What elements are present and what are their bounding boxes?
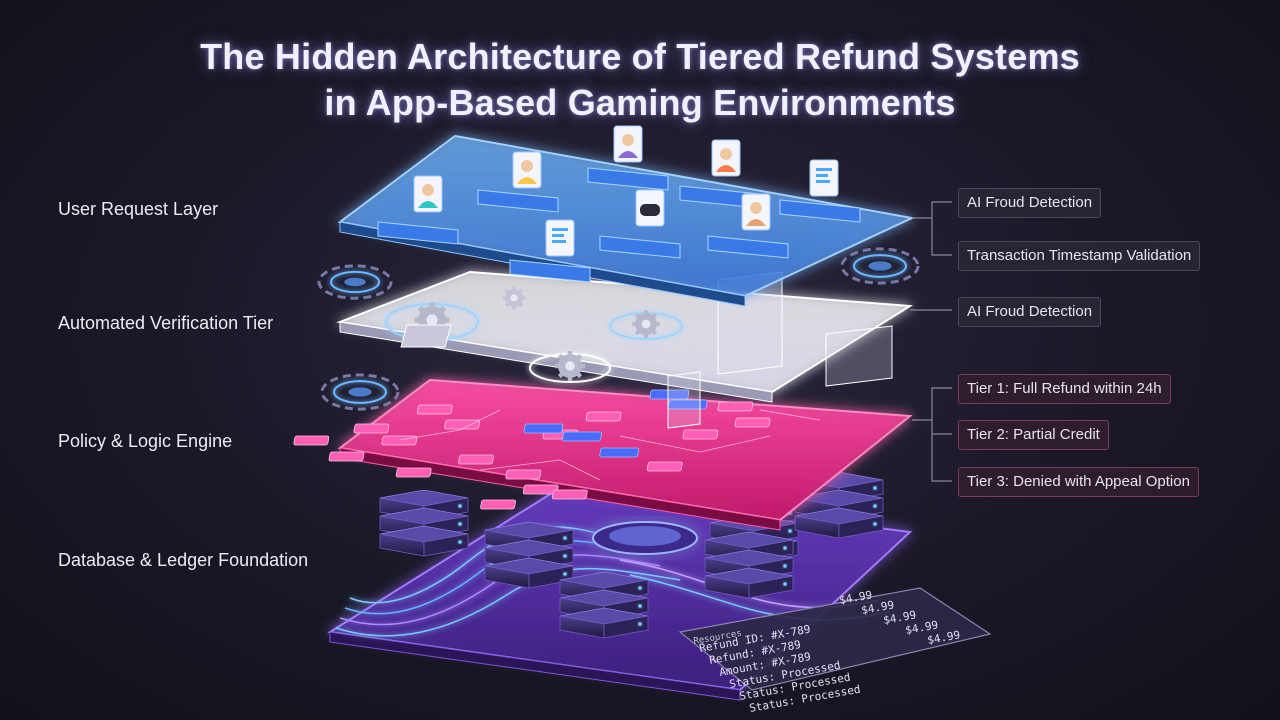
policy-node: [395, 467, 432, 478]
callout-connectors: [910, 201, 952, 482]
policy-nodes: [293, 389, 821, 510]
ledger-row-amount: $4.99: [860, 598, 895, 617]
label-database-ledger-foundation: Database & Ledger Foundation: [58, 550, 309, 570]
callout-transaction-timestamp-validation: Transaction Timestamp Validation: [958, 241, 1201, 271]
page-title: The Hidden Architecture of Tiered Refund…: [0, 34, 1280, 126]
policy-node-blue: [667, 399, 708, 410]
policy-node: [416, 404, 453, 415]
gear-ring-icon: [840, 247, 920, 285]
title-line-2: in App-Based Gaming Environments: [324, 82, 956, 123]
callout-tier-2: Tier 2: Partial Credit: [958, 420, 1109, 450]
layer-verification: [336, 270, 914, 429]
avatar-icon: [741, 193, 771, 231]
database-plate-edge: [329, 631, 741, 701]
policy-node: [480, 499, 516, 510]
callout-ai-fraud-detection-verification: AI Froud Detection: [958, 297, 1102, 327]
server-stack: [379, 489, 469, 557]
document-icon: [545, 219, 575, 257]
ledger-row-amount: $4.99: [882, 608, 917, 627]
user-card: [377, 221, 459, 245]
data-card-3: [667, 371, 701, 429]
callout-tier-3: Tier 3: Denied with Appeal Option: [958, 467, 1199, 497]
avatar-icon: [413, 175, 443, 213]
layer-policy: [293, 378, 913, 531]
policy-node: [734, 417, 771, 428]
policy-node: [682, 429, 719, 440]
verification-gears: [385, 286, 683, 383]
avatar-icon: [512, 151, 542, 189]
policy-node-blue: [523, 423, 564, 434]
policy-node-blue: [599, 447, 640, 458]
gear-icon: [555, 351, 585, 381]
ledger-row-amount: $4.99: [904, 618, 939, 637]
gear-ring-icon: [320, 373, 400, 411]
callout-tier-1: Tier 1: Full Refund within 24h: [958, 374, 1171, 404]
label-automated-verification-tier: Automated Verification Tier: [58, 313, 274, 333]
label-policy-logic-engine: Policy & Logic Engine: [58, 431, 233, 451]
gear-icon: [502, 286, 526, 310]
layer-user-request: [337, 125, 916, 307]
server-stack: [704, 531, 794, 599]
data-card-2: [825, 325, 893, 387]
policy-node: [717, 401, 754, 412]
policy-node: [522, 484, 559, 495]
avatar-icon: [711, 139, 741, 177]
gear-ring-icon: [317, 264, 393, 300]
user-card: [509, 259, 591, 283]
callout-ai-fraud-detection-user: AI Froud Detection: [958, 188, 1102, 218]
side-gear-rings: [317, 247, 920, 411]
title-line-1: The Hidden Architecture of Tiered Refund…: [200, 36, 1080, 77]
policy-node: [551, 489, 588, 500]
policy-node: [328, 451, 365, 462]
policy-node: [646, 461, 683, 472]
avatar-icon: [613, 125, 643, 163]
server-stacks: [379, 471, 884, 639]
policy-node: [381, 435, 418, 446]
policy-node: [353, 423, 390, 434]
gamepad-icon: [635, 189, 665, 227]
server-stack: [559, 571, 649, 639]
server-stack: [484, 521, 574, 589]
policy-node: [505, 469, 542, 480]
user-card: [587, 167, 669, 191]
user-card: [779, 199, 861, 223]
user-card: [707, 235, 789, 259]
policy-node: [293, 435, 330, 446]
user-cards: [377, 125, 861, 283]
user-card: [599, 235, 681, 259]
user-card: [477, 189, 559, 213]
label-user-request-layer: User Request Layer: [58, 199, 219, 219]
policy-node: [585, 411, 622, 422]
server-stack: [794, 471, 884, 539]
ledger-row-amount: $4.99: [926, 628, 961, 647]
policy-node: [458, 454, 494, 465]
cube-icon: [400, 324, 452, 348]
policy-node-blue: [562, 431, 602, 442]
policy-node-blue: [649, 389, 690, 400]
gear-icon: [632, 310, 660, 338]
document-icon: [809, 159, 839, 197]
policy-node: [444, 419, 481, 430]
ledger-row-amount: $4.99: [838, 588, 873, 607]
